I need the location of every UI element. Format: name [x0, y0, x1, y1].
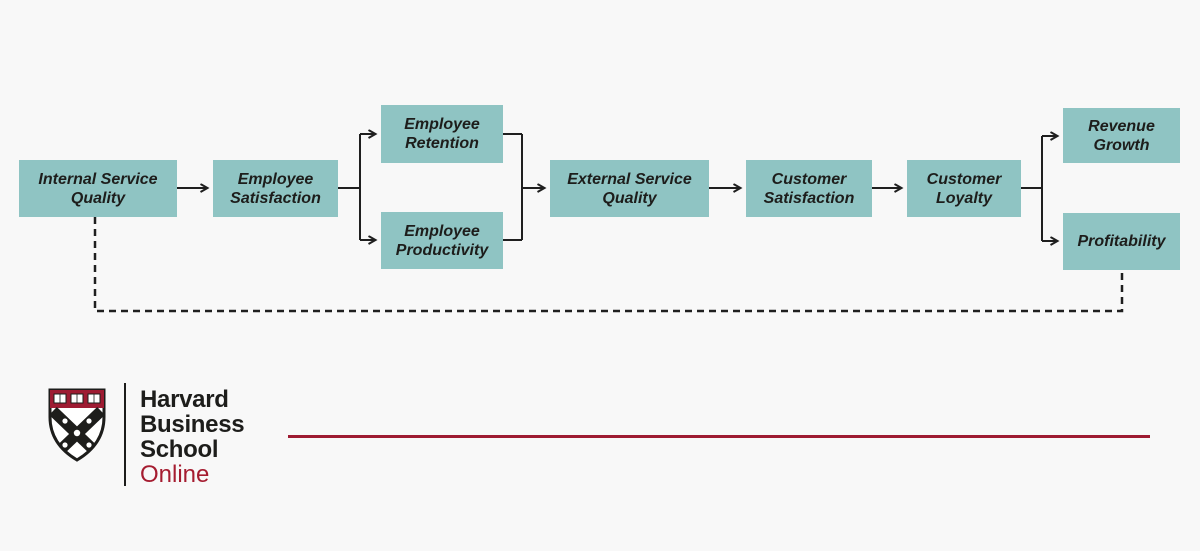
- node-employee-satisfaction: Employee Satisfaction: [213, 160, 338, 217]
- node-internal-service-quality: Internal Service Quality: [19, 160, 177, 217]
- edge-es-split-stem: [338, 134, 361, 240]
- node-employee-retention: Employee Retention: [381, 105, 503, 163]
- logo-line-online: Online: [140, 461, 210, 488]
- node-customer-satisfaction: Customer Satisfaction: [746, 160, 872, 217]
- hbs-online-logo: Harvard Business School Online: [47, 383, 245, 488]
- edge-cl-split-stem: [1021, 136, 1043, 241]
- node-external-service-quality: External Service Quality: [550, 160, 709, 217]
- logo-line-business: Business: [140, 411, 245, 438]
- edge-merge-stem: [503, 133, 523, 241]
- edge-feedback-dashed: [93, 217, 1124, 313]
- node-employee-productivity: Employee Productivity: [381, 212, 503, 269]
- node-customer-loyalty: Customer Loyalty: [907, 160, 1021, 217]
- crimson-rule: [288, 435, 1150, 438]
- logo-text: Harvard Business School Online: [140, 383, 245, 488]
- hbs-shield-icon: [48, 388, 106, 462]
- node-profitability: Profitability: [1063, 213, 1180, 270]
- logo-line-school: School: [140, 436, 219, 463]
- logo-line-harvard: Harvard: [140, 386, 229, 413]
- logo-divider: [124, 383, 126, 486]
- node-revenue-growth: Revenue Growth: [1063, 108, 1180, 163]
